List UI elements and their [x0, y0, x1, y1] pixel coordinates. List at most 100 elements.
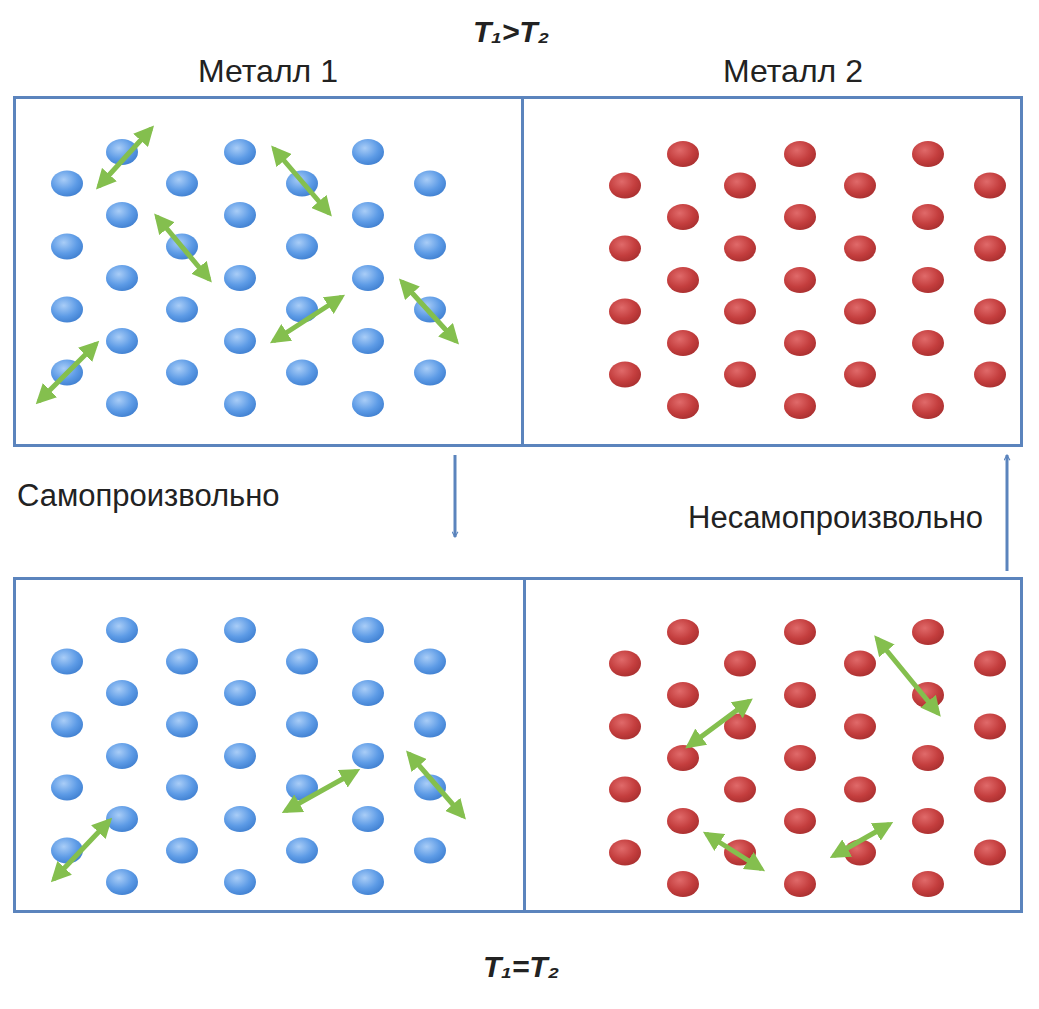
metal-atom	[352, 328, 384, 354]
metal-atom	[286, 649, 318, 675]
temperature-condition: T₁>T₂	[473, 15, 549, 50]
metal-atom	[51, 712, 83, 738]
contact-boundary	[521, 99, 524, 444]
vibration-arrow	[287, 772, 355, 810]
metal-atom	[224, 806, 256, 832]
metal-atom	[352, 617, 384, 643]
metal-atom	[106, 680, 138, 706]
metal-atom	[51, 775, 83, 801]
metal-atom	[166, 712, 198, 738]
metal-atom	[609, 236, 641, 262]
transition-arrow	[454, 455, 457, 537]
metal-atom	[224, 869, 256, 895]
metal-atom	[974, 236, 1006, 262]
metal-atom	[166, 360, 198, 386]
metal-atom	[224, 328, 256, 354]
metal-atom	[912, 619, 944, 645]
metal-atom	[51, 649, 83, 675]
metal-atom	[844, 362, 876, 388]
metal-atom	[286, 234, 318, 260]
metal-atom	[106, 806, 138, 832]
metal-atom	[609, 840, 641, 866]
metal-atom	[974, 173, 1006, 199]
vibration-arrow	[835, 825, 888, 855]
vibration-arrow	[100, 130, 150, 185]
temperature-condition: T₁=T₂	[483, 950, 559, 985]
metal-atom	[106, 265, 138, 291]
transition-arrow	[1006, 455, 1009, 571]
metal-atom	[224, 743, 256, 769]
metal-atom	[974, 299, 1006, 325]
metal-atom	[352, 743, 384, 769]
metal-atom	[844, 714, 876, 740]
metal-atom	[974, 714, 1006, 740]
metal-atom	[667, 745, 699, 771]
metal-atom	[784, 330, 816, 356]
metal-atom	[224, 391, 256, 417]
metal-atom	[414, 838, 446, 864]
metal-atom	[414, 712, 446, 738]
metal-atom	[844, 651, 876, 677]
vibration-arrow	[878, 640, 937, 712]
metal-atom	[667, 204, 699, 230]
metal-pair-panel: T₁=T₂	[13, 577, 1023, 913]
metal-atom	[974, 362, 1006, 388]
metal-atom	[667, 871, 699, 897]
metal-atom	[912, 204, 944, 230]
metal-atom	[912, 745, 944, 771]
metal-atom	[609, 777, 641, 803]
metal-atom	[224, 139, 256, 165]
metal-atom	[724, 362, 756, 388]
vibration-arrow	[690, 702, 748, 745]
vibration-arrow	[708, 835, 760, 868]
metal-atom	[166, 297, 198, 323]
metal-atom	[784, 745, 816, 771]
metal-atom	[667, 619, 699, 645]
metal-atom	[286, 297, 318, 323]
metal-atom	[844, 173, 876, 199]
vibration-arrow	[275, 298, 340, 340]
metal-atom	[784, 141, 816, 167]
vibration-arrow	[275, 150, 328, 212]
metal-atom	[609, 714, 641, 740]
metal-atom	[724, 236, 756, 262]
metal-atom	[224, 202, 256, 228]
metal-atom	[51, 297, 83, 323]
metal-atom	[106, 869, 138, 895]
metal-atom	[166, 171, 198, 197]
metal-atom	[224, 617, 256, 643]
metal-atom	[609, 299, 641, 325]
metal-atom	[609, 651, 641, 677]
metal-atom	[844, 777, 876, 803]
metal-atom	[106, 328, 138, 354]
metal-pair-panel: T₁>T₂Металл 1Металл 2	[13, 96, 1023, 447]
metal-atom	[912, 141, 944, 167]
process-label: Самопроизвольно	[15, 478, 282, 514]
metal-atom	[784, 871, 816, 897]
metal-atom	[352, 869, 384, 895]
metal-atom	[784, 204, 816, 230]
metal-atom	[414, 360, 446, 386]
metal-atom	[352, 806, 384, 832]
metal-atom	[784, 393, 816, 419]
metal-atom	[912, 871, 944, 897]
metal-atom	[609, 173, 641, 199]
metal-atom	[106, 202, 138, 228]
metal-atom	[352, 391, 384, 417]
metal-atom	[724, 651, 756, 677]
metal-atom	[166, 775, 198, 801]
vibration-arrow	[158, 218, 208, 278]
metal-atom	[352, 202, 384, 228]
metal-heading: Металл 1	[198, 53, 338, 90]
metal-atom	[974, 777, 1006, 803]
metal-atom	[667, 682, 699, 708]
metal-atom	[844, 236, 876, 262]
metal-atom	[286, 838, 318, 864]
metal-atom	[974, 840, 1006, 866]
vibration-arrow	[403, 283, 455, 340]
metal-atom	[106, 617, 138, 643]
vibration-arrow	[40, 345, 95, 400]
metal-atom	[912, 808, 944, 834]
metal-atom	[974, 651, 1006, 677]
metal-atom	[912, 393, 944, 419]
